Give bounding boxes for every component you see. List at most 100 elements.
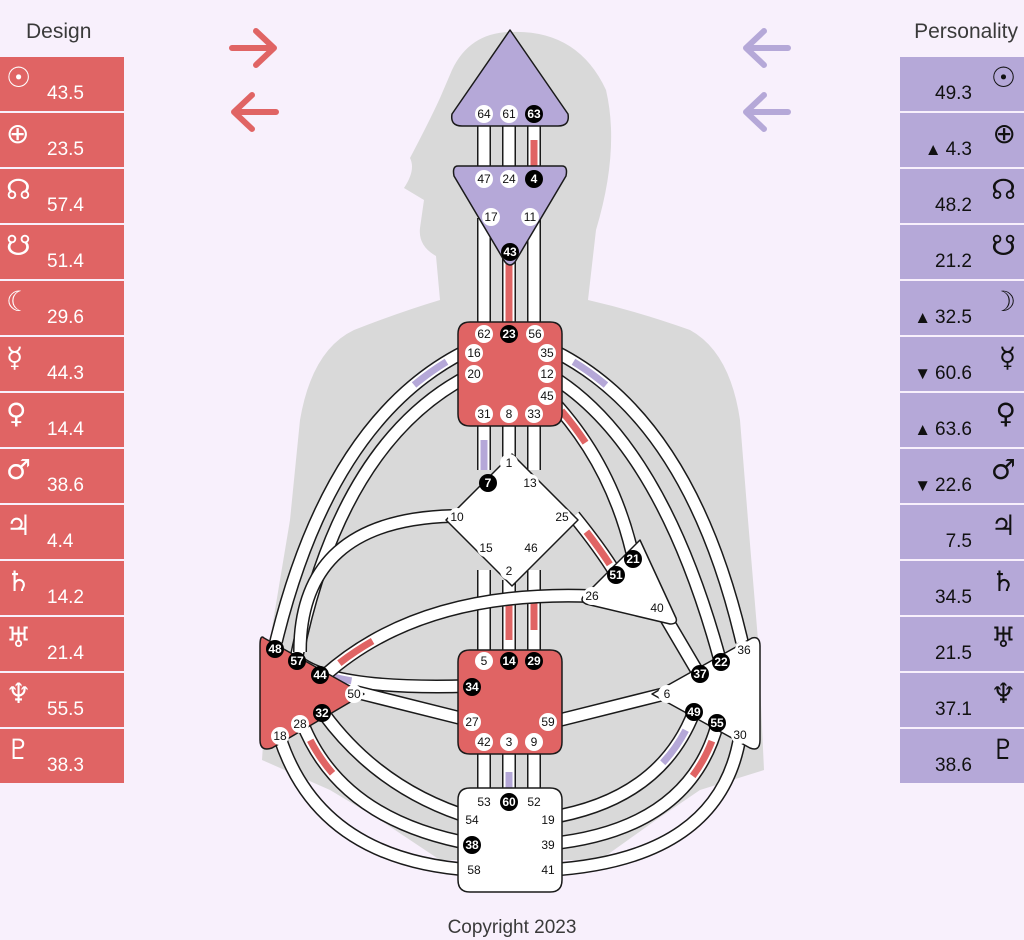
personality-gate-line-value: ▼60.6: [914, 363, 972, 385]
gate-number: 63: [527, 107, 541, 121]
personality-row-mars[interactable]: ♂▼22.6: [900, 449, 1024, 505]
channel-spleen-heart-44-26: [319, 588, 591, 682]
gate-marker: [482, 208, 500, 226]
gate-marker: [313, 704, 331, 722]
jupiter-icon: ♃: [990, 509, 1016, 542]
gate-56: 56: [526, 325, 544, 343]
design-gate-line-value: 14.4: [47, 419, 84, 441]
gate-number: 2: [506, 564, 513, 578]
design-row-north-node[interactable]: ☊57.4: [0, 169, 124, 225]
gate-number: 57: [290, 654, 304, 668]
gate-36: 36: [735, 641, 753, 659]
moon-icon: ☾: [6, 285, 32, 318]
channel-fill: [274, 736, 473, 876]
gate-1: 1: [500, 454, 518, 472]
gate-marker: [475, 405, 493, 423]
gate-14: 14: [500, 652, 518, 670]
gate-marker: [477, 539, 495, 557]
design-row-earth[interactable]: ⊕23.5: [0, 113, 124, 169]
pluto-icon: ♇: [990, 733, 1016, 766]
personality-row-earth[interactable]: ⊕▲4.3: [900, 113, 1024, 169]
gate-marker: [463, 811, 481, 829]
gate-marker: [712, 653, 730, 671]
design-row-pluto[interactable]: ♇38.3: [0, 729, 124, 785]
design-row-uranus[interactable]: ♅21.4: [0, 617, 124, 673]
design-row-south-node[interactable]: ☋51.4: [0, 225, 124, 281]
personality-value-text: 22.6: [935, 475, 972, 496]
gate-marker: [525, 170, 543, 188]
gate-number: 25: [555, 510, 569, 524]
design-gate-line-value: 44.3: [47, 363, 84, 385]
personality-row-sun[interactable]: ☉49.3: [900, 57, 1024, 113]
gate-number: 43: [503, 245, 517, 259]
channel-spleen-root-18-58: [273, 735, 473, 877]
personality-row-north-node[interactable]: ☊48.2: [900, 169, 1024, 225]
personality-row-uranus[interactable]: ♅21.5: [900, 617, 1024, 673]
gate-marker: [648, 599, 666, 617]
gate-number: 31: [477, 407, 491, 421]
gate-46: 46: [522, 539, 540, 557]
gate-29: 29: [525, 652, 543, 670]
personality-gate-line-value: ▲63.6: [914, 419, 972, 441]
gate-number: 8: [506, 407, 513, 421]
gate-marker: [735, 641, 753, 659]
gate-marker: [475, 733, 493, 751]
gate-marker: [465, 861, 483, 879]
gate-38: 38: [463, 836, 481, 854]
gate-marker: [521, 208, 539, 226]
design-value-text: 14.2: [47, 587, 84, 608]
gate-marker: [500, 405, 518, 423]
channel-activation: [547, 710, 698, 822]
gate-marker: [266, 640, 284, 658]
north-node-icon: ☊: [991, 173, 1016, 206]
gate-number: 42: [477, 735, 491, 749]
personality-row-south-node[interactable]: ☋21.2: [900, 225, 1024, 281]
design-row-venus[interactable]: ♀14.4: [0, 393, 124, 449]
gate-number: 44: [313, 668, 327, 682]
design-row-sun[interactable]: ☉ 43.5: [0, 57, 124, 113]
gate-number: 41: [541, 863, 555, 877]
design-row-moon[interactable]: ☾29.6: [0, 281, 124, 337]
personality-row-venus[interactable]: ♀▲63.6: [900, 393, 1024, 449]
design-row-jupiter[interactable]: ♃4.4: [0, 505, 124, 561]
sun-icon: ☉: [6, 61, 32, 94]
gate-number: 6: [664, 687, 671, 701]
channel-spleen-root-28-38: [295, 719, 474, 851]
center-shape: [457, 649, 563, 755]
gate-5: 5: [475, 652, 493, 670]
personality-row-moon[interactable]: ☽▲32.5: [900, 281, 1024, 337]
personality-value-text: 21.5: [935, 643, 972, 664]
personality-row-neptune[interactable]: ♆37.1: [900, 673, 1024, 729]
personality-value-text: 37.1: [935, 699, 972, 720]
personality-row-jupiter[interactable]: ♃7.5: [900, 505, 1024, 561]
personality-row-mercury[interactable]: ☿ ▼60.6: [900, 337, 1024, 393]
design-gate-line-value: 43.5: [47, 83, 84, 105]
personality-gate-line-value: 21.2: [935, 251, 972, 273]
design-row-mercury[interactable]: ☿44.3: [0, 337, 124, 393]
personality-value-text: 34.5: [935, 587, 972, 608]
center-shape: [452, 165, 568, 266]
personality-row-saturn[interactable]: ♄34.5: [900, 561, 1024, 617]
design-value-text: 55.5: [47, 699, 84, 720]
gate-number: 30: [733, 728, 747, 742]
design-row-saturn[interactable]: ♄14.2: [0, 561, 124, 617]
design-gate-line-value: 38.3: [47, 755, 84, 777]
gate-53: 53: [475, 793, 493, 811]
mercury-icon: ☿: [998, 341, 1016, 374]
design-value-text: 38.6: [47, 475, 84, 496]
gate-22: 22: [712, 653, 730, 671]
earth-icon: ⊕: [6, 117, 30, 150]
design-gate-line-value: 55.5: [47, 699, 84, 721]
channel-activation: [298, 720, 473, 848]
gate-marker: [465, 344, 483, 362]
gate-number: 5: [481, 654, 488, 668]
design-row-neptune[interactable]: ♆55.5: [0, 673, 124, 729]
design-row-mars[interactable]: ♂38.6: [0, 449, 124, 505]
gate-marker: [500, 105, 518, 123]
gate-number: 32: [315, 706, 329, 720]
personality-row-pluto[interactable]: ♇38.6: [900, 729, 1024, 785]
channel-fill: [558, 688, 666, 726]
